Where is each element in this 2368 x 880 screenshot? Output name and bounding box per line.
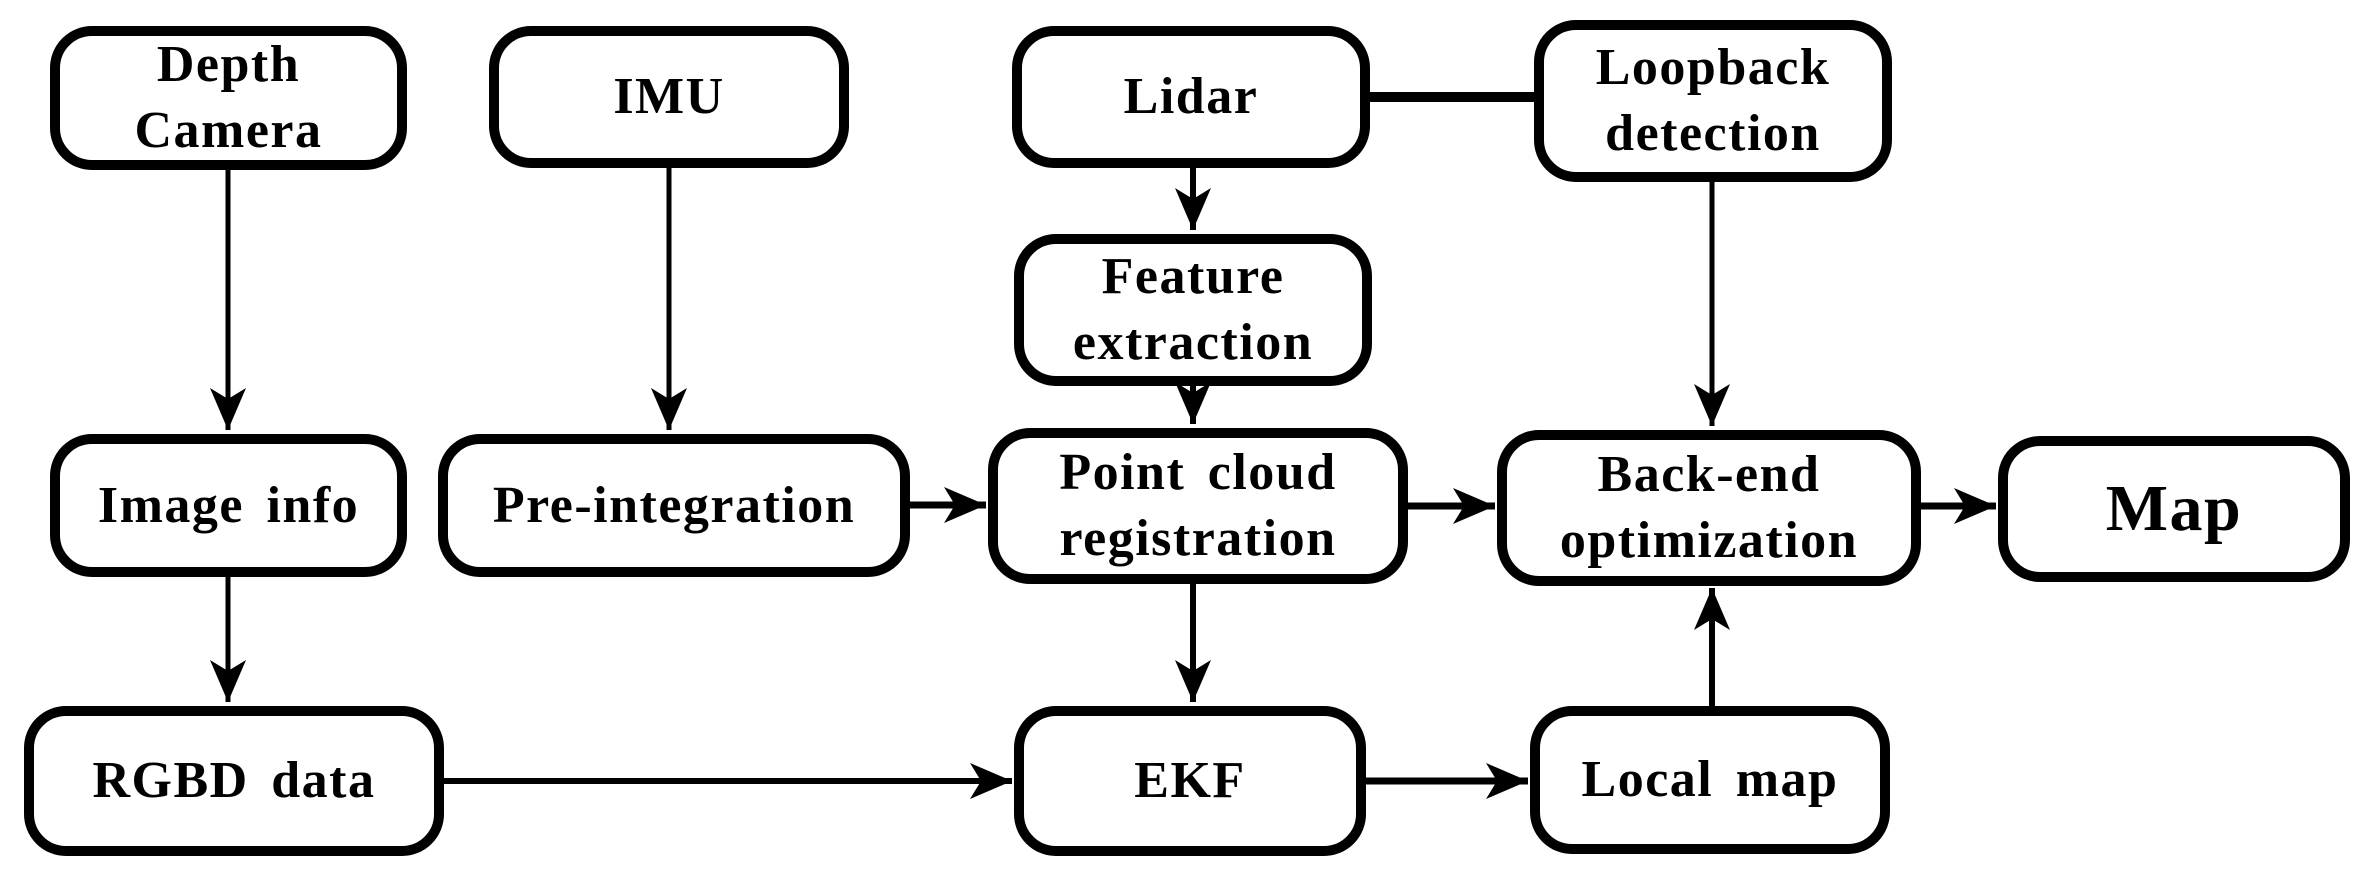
node-pre-integration: Pre-integration [438,434,910,577]
node-pre-integration-label: Pre-integration [492,476,856,534]
node-feature-extraction-label: Feature extraction [1072,248,1314,371]
node-point-cloud-registration-label: Point cloud registration [1059,444,1337,567]
node-image-info-label: Image info [97,476,360,534]
node-ekf-label: EKF [1134,752,1246,810]
node-imu-label: IMU [613,68,725,126]
node-local-map: Local map [1530,706,1890,854]
node-imu: IMU [489,26,849,168]
node-map: Map [1998,436,2350,582]
node-map-label: Map [2105,472,2243,546]
node-backend-optimization-label: Back-end optimization [1559,446,1859,569]
node-loopback-detection-label: Loopback detection [1595,39,1831,162]
node-lidar: Lidar [1012,26,1370,168]
node-depth-camera: Depth Camera [50,26,407,170]
node-image-info: Image info [50,434,407,577]
node-feature-extraction: Feature extraction [1014,234,1372,386]
node-ekf: EKF [1014,706,1366,856]
node-lidar-label: Lidar [1123,68,1259,126]
node-local-map-label: Local map [1581,751,1839,809]
node-backend-optimization: Back-end optimization [1497,430,1921,586]
node-point-cloud-registration: Point cloud registration [988,428,1408,584]
node-rgbd-data-label: RGBD data [92,752,376,810]
node-depth-camera-label: Depth Camera [134,36,323,159]
node-rgbd-data: RGBD data [24,706,444,856]
node-loopback-detection: Loopback detection [1534,20,1892,182]
